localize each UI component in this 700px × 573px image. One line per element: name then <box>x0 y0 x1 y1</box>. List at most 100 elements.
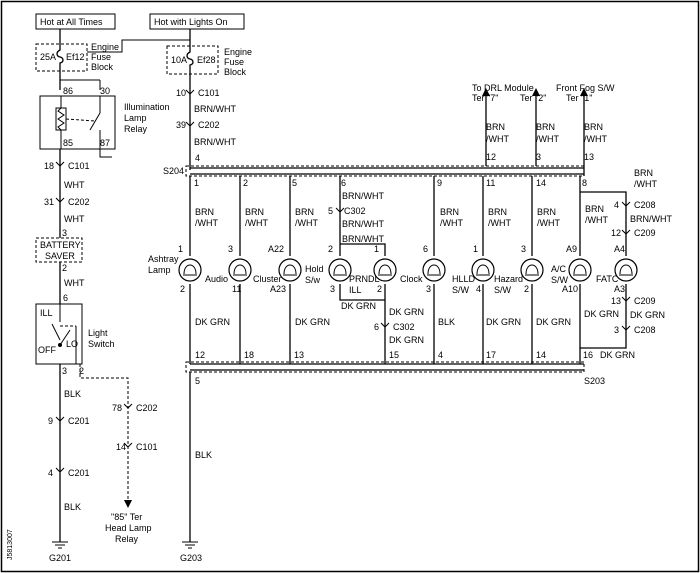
light-switch-lo: LO <box>66 339 78 349</box>
relay-link <box>65 118 96 122</box>
fuse-ef28-block-1: Engine <box>224 47 252 57</box>
fog-wht: /WHT <box>584 134 607 144</box>
s204-pin-8: 8 <box>582 178 587 188</box>
lamp-ashtray-pin-top: 1 <box>178 244 183 254</box>
fuse-ef28-block-3: Block <box>224 67 247 77</box>
lamp-fatc-pin-bottom: A3 <box>614 284 625 294</box>
left-wht-2: WHT <box>64 214 85 224</box>
lamp-fatc-filament <box>619 264 633 275</box>
lamp-hlld-label: HLLD <box>452 274 476 284</box>
hold-dkgrn: DK GRN <box>341 301 376 311</box>
s204-pin-5: 5 <box>292 178 297 188</box>
splice-s203 <box>185 361 585 373</box>
lamp-prndl-label: PRNDL <box>349 274 380 284</box>
lamp-hazard-bulb <box>520 258 544 282</box>
lamp-ac-label: S/W <box>551 275 569 285</box>
fuse-ef12-block-1: Engine <box>91 42 119 52</box>
connector-c209-bottom <box>621 296 631 302</box>
lamp-audio-pin-top: 3 <box>228 244 233 254</box>
lamp-hlld-filament <box>476 264 490 275</box>
drl7-wht: /WHT <box>486 134 509 144</box>
mid-brn-1: BRN/WHT <box>194 104 236 114</box>
s203-pin-17: 17 <box>486 350 496 360</box>
battery-saver-pin-top: 3 <box>62 228 67 238</box>
arrow-fog <box>580 88 588 96</box>
g201-label: G201 <box>49 553 71 563</box>
c202-branch-name: C202 <box>136 403 158 413</box>
left-wht-3: WHT <box>64 278 85 288</box>
c302-bottom-name: C302 <box>393 322 415 332</box>
lamp-hazard-label: Hazard <box>494 274 523 284</box>
lamp-hold-filament <box>333 264 347 275</box>
c101-mid-pin: 10 <box>176 88 186 98</box>
s203-ground-pin: 5 <box>195 376 200 386</box>
c202-left-pin: 31 <box>44 197 54 207</box>
battery-saver-label-1: BATTERY <box>40 240 81 250</box>
light-switch-pin-3: 3 <box>62 366 67 376</box>
hot-lights-label: Hot with Lights On <box>154 17 228 27</box>
mid-brn-2: BRN/WHT <box>194 137 236 147</box>
lamp-hlld-pin-bottom: 4 <box>476 284 481 294</box>
battery-saver-label-2: SAVER <box>45 251 75 261</box>
clock-wht: /WHT <box>440 218 463 228</box>
fuse-ef28-rating: 10A <box>171 55 187 65</box>
lamp-cluster-label: Cluster <box>253 274 282 284</box>
relay-label-2: Lamp <box>124 113 147 123</box>
c101-branch-pin: 14 <box>116 442 126 452</box>
lamp-ashtray-label: Lamp <box>148 265 171 275</box>
lamp-group: 12AshtrayLamp311AudioA22A23Cluster23Hold… <box>148 244 638 295</box>
combined-dkgrn: DK GRN <box>600 350 635 360</box>
fatc-dkgrn: DK GRN <box>630 310 665 320</box>
prndl-dkgrn: DK GRN <box>389 307 424 317</box>
wire-relay87-out <box>99 149 112 158</box>
audio-wht: /WHT <box>245 218 268 228</box>
relay-contact-arm <box>89 112 101 131</box>
drl2-brn: BRN <box>536 122 555 132</box>
headlamp-dest-1: "85" Ter <box>111 512 142 522</box>
c209-bot-pin: 13 <box>611 296 621 306</box>
lamp-cluster-bulb <box>278 258 302 282</box>
ac-dkgrn: DK GRN <box>584 309 619 319</box>
connector-c208-top <box>621 201 631 207</box>
ashtray-wht: /WHT <box>195 218 218 228</box>
drl7-brn: BRN <box>486 122 505 132</box>
dest-drl2: Ter "2" <box>520 93 546 103</box>
c302-top-name: C302 <box>344 206 366 216</box>
fatc-brn-wht: BRN/WHT <box>630 214 672 224</box>
fuse-ef12-block-2: Fuse <box>91 52 111 62</box>
lamp-hazard-pin-bottom: 2 <box>524 284 529 294</box>
relay-pin-85: 85 <box>63 138 73 148</box>
relay-box <box>39 95 116 150</box>
return-hold <box>339 284 385 301</box>
lamp-hlld-bulb <box>471 258 495 282</box>
lamp-cluster-filament <box>283 264 297 275</box>
lamp-clock-bulb <box>422 258 446 282</box>
fog-brn: BRN <box>584 122 603 132</box>
lamp-ashtray-label: Ashtray <box>148 254 179 264</box>
connector-c101-mid <box>185 89 195 95</box>
s204-pin-14: 14 <box>536 178 546 188</box>
c101-left-name: C101 <box>68 161 90 171</box>
c201b-name: C201 <box>68 468 90 478</box>
relay-label-1: Illumination <box>124 102 170 112</box>
relay-pin-87: 87 <box>100 138 110 148</box>
hazard-wht: /WHT <box>537 218 560 228</box>
s203-pin-15: 15 <box>389 350 399 360</box>
hold-brn-wht-1: BRN/WHT <box>342 191 384 201</box>
lamp-audio-pin-bottom: 11 <box>232 284 241 294</box>
drl2-wht: /WHT <box>536 134 559 144</box>
connector-c302-top <box>335 207 345 213</box>
fuse-ef12-box <box>35 43 88 72</box>
lamp-ac-bulb <box>568 258 592 282</box>
c202-left-name: C202 <box>68 197 90 207</box>
mid-blk: BLK <box>195 450 212 460</box>
lamp-clock-pin-top: 6 <box>423 244 428 254</box>
c209-top-name: C209 <box>634 228 656 238</box>
light-switch-off: OFF <box>38 345 56 355</box>
ashtray-brn: BRN <box>195 207 214 217</box>
s204-pin-1: 1 <box>194 178 199 188</box>
s204-pin-12: 12 <box>486 152 496 162</box>
lamp-audio-label: Audio <box>205 274 228 284</box>
lamp-cluster-pin-top: A22 <box>268 244 284 254</box>
battery-saver-pin-bottom: 2 <box>62 263 67 273</box>
